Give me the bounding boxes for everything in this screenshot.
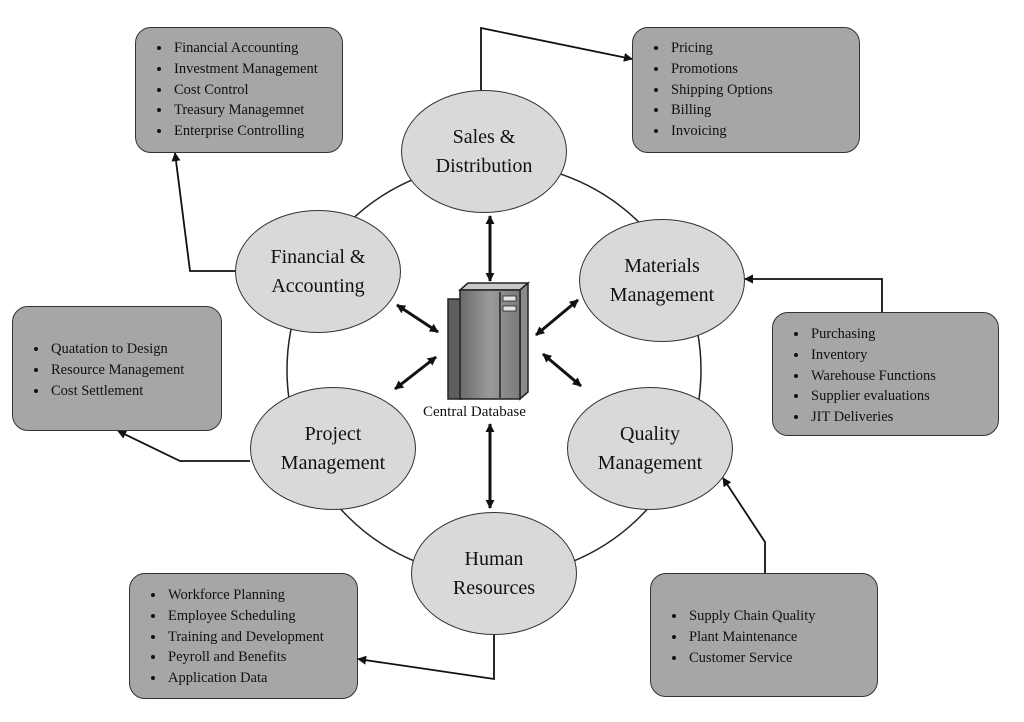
connector-project-box: [117, 430, 250, 462]
module-label: Human: [464, 547, 524, 570]
list-item: Resource Management: [49, 360, 221, 381]
arrow-db-project: [394, 355, 437, 391]
hr-details-box: Workforce Planning Employee Scheduling T…: [129, 573, 358, 699]
module-label: Sales &: [452, 125, 516, 148]
list-item: Plant Maintenance: [687, 627, 877, 648]
module-label: Management: [609, 283, 715, 306]
connector-financial-box: [171, 152, 236, 272]
list-item: Financial Accounting: [172, 38, 342, 59]
project-details-box: Quatation to Design Resource Management …: [12, 306, 222, 431]
module-label: Management: [280, 451, 386, 474]
list-item: Employee Scheduling: [166, 606, 357, 627]
list-item: Quatation to Design: [49, 339, 221, 360]
module-financial-accounting: Financial & Accounting: [235, 210, 401, 333]
list-item: Purchasing: [809, 324, 998, 345]
list-item: Application Data: [166, 668, 357, 689]
list-item: Supplier evaluations: [809, 386, 998, 407]
module-label: Materials: [624, 254, 700, 277]
module-label: Management: [597, 451, 703, 474]
sales-details-box: Pricing Promotions Shipping Options Bill…: [632, 27, 860, 153]
connector-quality-box: [722, 477, 766, 573]
materials-details-box: Purchasing Inventory Warehouse Functions…: [772, 312, 999, 436]
list-item: Inventory: [809, 345, 998, 366]
connector-materials-box: [744, 274, 883, 312]
module-sales-distribution: Sales & Distribution: [401, 90, 567, 213]
arrow-db-materials: [535, 298, 579, 337]
list-item: Peyroll and Benefits: [166, 647, 357, 668]
list-item: Invoicing: [669, 121, 859, 142]
list-item: Pricing: [669, 38, 859, 59]
list-item: Warehouse Functions: [809, 366, 998, 387]
quality-details-box: Supply Chain Quality Plant Maintenance C…: [650, 573, 878, 697]
list-item: Promotions: [669, 59, 859, 80]
list-item: Supply Chain Quality: [687, 606, 877, 627]
connector-sales-box: [480, 26, 633, 90]
module-label: Distribution: [435, 154, 533, 177]
arrow-db-financial: [396, 303, 439, 334]
list-item: Shipping Options: [669, 80, 859, 101]
module-label: Resources: [452, 576, 536, 599]
list-item: Customer Service: [687, 648, 877, 669]
list-item: Cost Control: [172, 80, 342, 101]
connector-hr-box: [357, 632, 495, 681]
list-item: Billing: [669, 100, 859, 121]
central-database-icon: [447, 281, 530, 401]
module-label: Project: [304, 422, 362, 445]
list-item: JIT Deliveries: [809, 407, 998, 428]
module-label: Financial &: [270, 245, 366, 268]
list-item: Cost Settlement: [49, 381, 221, 402]
module-label: Quality: [620, 422, 680, 445]
module-label: Accounting: [271, 274, 365, 297]
list-item: Enterprise Controlling: [172, 121, 342, 142]
list-item: Investment Management: [172, 59, 342, 80]
financial-details-box: Financial Accounting Investment Manageme…: [135, 27, 343, 153]
arrow-db-quality: [542, 352, 582, 388]
list-item: Treasury Managemnet: [172, 100, 342, 121]
central-database-label: Central Database: [423, 404, 526, 420]
list-item: Training and Development: [166, 627, 357, 648]
list-item: Workforce Planning: [166, 585, 357, 606]
